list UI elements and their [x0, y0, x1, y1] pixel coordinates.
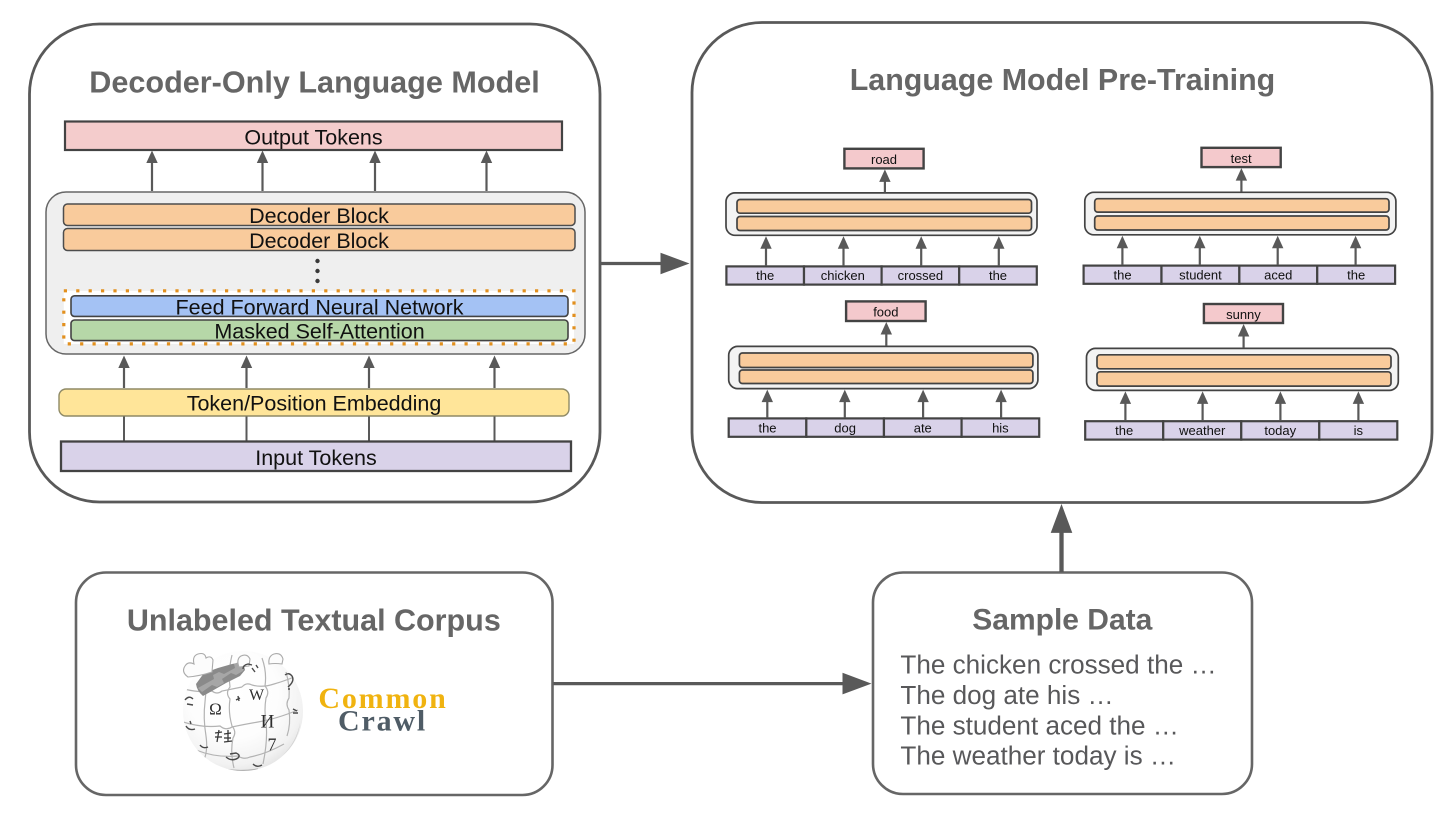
svg-text:Sample Data: Sample Data	[972, 604, 1152, 637]
svg-text:his: his	[992, 420, 1009, 435]
svg-text:road: road	[871, 152, 897, 167]
svg-text:И: И	[261, 712, 275, 733]
svg-text:the: the	[758, 420, 776, 435]
svg-text:the: the	[989, 268, 1007, 283]
svg-text:The student aced the …: The student aced the …	[900, 710, 1179, 740]
svg-text:Token/Position Embedding: Token/Position Embedding	[187, 391, 442, 415]
svg-text:test: test	[1231, 151, 1252, 166]
svg-text:Output Tokens: Output Tokens	[244, 126, 382, 150]
svg-text:Decoder Block: Decoder Block	[249, 204, 389, 228]
svg-text:the: the	[756, 268, 774, 283]
svg-text:today: today	[1264, 423, 1296, 438]
svg-text:student: student	[1179, 267, 1222, 282]
svg-text:sunny: sunny	[1226, 307, 1261, 322]
svg-text:Masked Self-Attention: Masked Self-Attention	[214, 320, 424, 344]
svg-text:Crawl: Crawl	[338, 705, 427, 738]
svg-text:Language Model Pre-Training: Language Model Pre-Training	[850, 63, 1276, 97]
svg-text:the: the	[1347, 267, 1365, 282]
svg-text:Decoder Block: Decoder Block	[249, 229, 389, 253]
svg-text:dog: dog	[834, 420, 856, 435]
svg-text:W: W	[249, 687, 265, 704]
svg-text:Common: Common	[318, 682, 447, 715]
svg-text:The weather today is …: The weather today is …	[900, 741, 1176, 771]
svg-text:Feed Forward Neural Network: Feed Forward Neural Network	[176, 295, 464, 319]
svg-text:aced: aced	[1264, 267, 1292, 282]
svg-text:chicken: chicken	[821, 268, 865, 283]
svg-text:weather: weather	[1178, 423, 1226, 438]
svg-text:food: food	[873, 305, 898, 320]
svg-text:is: is	[1354, 423, 1364, 438]
svg-text:Ω: Ω	[209, 700, 222, 719]
svg-text:The chicken crossed the …: The chicken crossed the …	[900, 650, 1216, 680]
svg-text:the: the	[1113, 267, 1131, 282]
svg-text:Decoder-Only Language Model: Decoder-Only Language Model	[89, 66, 539, 100]
svg-text:the: the	[1115, 423, 1133, 438]
svg-text:crossed: crossed	[898, 268, 944, 283]
svg-text:ate: ate	[914, 420, 932, 435]
svg-text:Unlabeled Textual Corpus: Unlabeled Textual Corpus	[127, 604, 501, 638]
svg-text:7: 7	[268, 735, 277, 755]
svg-text:The dog ate his …: The dog ate his …	[900, 680, 1113, 710]
svg-text:Input Tokens: Input Tokens	[255, 446, 377, 470]
